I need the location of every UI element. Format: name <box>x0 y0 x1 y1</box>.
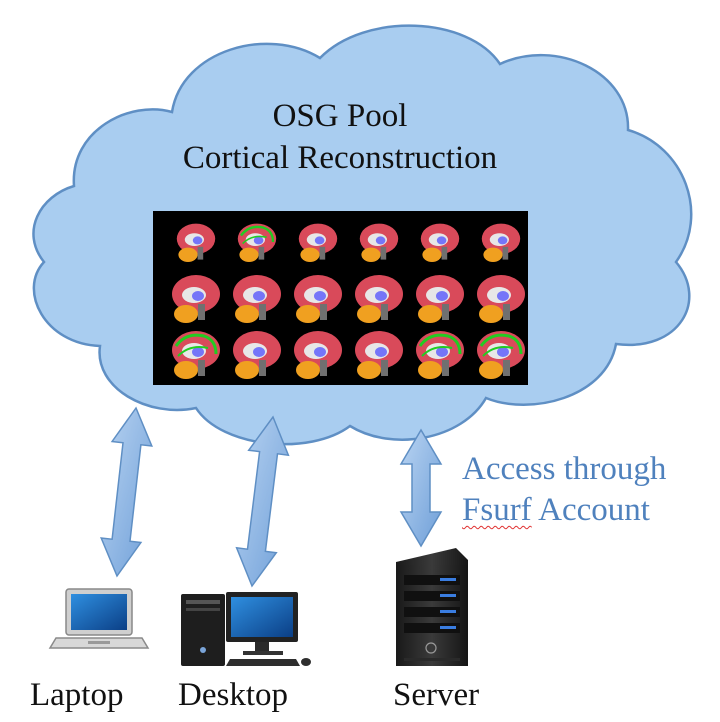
desktop-computer-icon <box>181 592 311 666</box>
brain-thumbnail <box>355 275 403 323</box>
brain-thumbnail <box>420 223 460 262</box>
brain-grid <box>172 223 525 379</box>
brain-thumbnail <box>416 275 464 323</box>
server-label: Server <box>393 677 480 713</box>
fsurf-word: Fsurf <box>462 492 532 528</box>
arrow-desktop <box>235 415 290 588</box>
brain-thumbnail <box>416 331 464 379</box>
brain-thumbnail <box>294 275 342 323</box>
brain-thumbnail <box>359 223 399 262</box>
brain-thumbnail <box>355 331 403 379</box>
brain-thumbnail <box>237 223 277 262</box>
laptop-label: Laptop <box>30 677 124 713</box>
brain-thumbnail <box>233 331 281 379</box>
brain-thumbnail <box>172 331 220 379</box>
access-note-line2: Fsurf Account <box>462 490 650 530</box>
brain-thumbnail <box>481 223 521 262</box>
brain-thumbnail <box>233 275 281 323</box>
laptop-icon <box>48 588 150 649</box>
desktop-label: Desktop <box>178 677 288 713</box>
cloud-subtitle: Cortical Reconstruction <box>182 140 498 176</box>
brain-thumbnail <box>176 223 216 262</box>
account-word: Account <box>531 492 650 528</box>
cloud-title: OSG Pool <box>272 98 408 134</box>
brain-thumbnail <box>294 331 342 379</box>
arrow-server <box>399 428 443 548</box>
brain-thumbnail <box>477 331 525 379</box>
server-icon <box>396 548 468 666</box>
brain-thumbnail <box>477 275 525 323</box>
brain-thumbnail <box>298 223 338 262</box>
access-note-line1: Access through <box>462 451 667 487</box>
brain-thumbnail <box>172 275 220 323</box>
arrow-laptop <box>100 406 153 578</box>
